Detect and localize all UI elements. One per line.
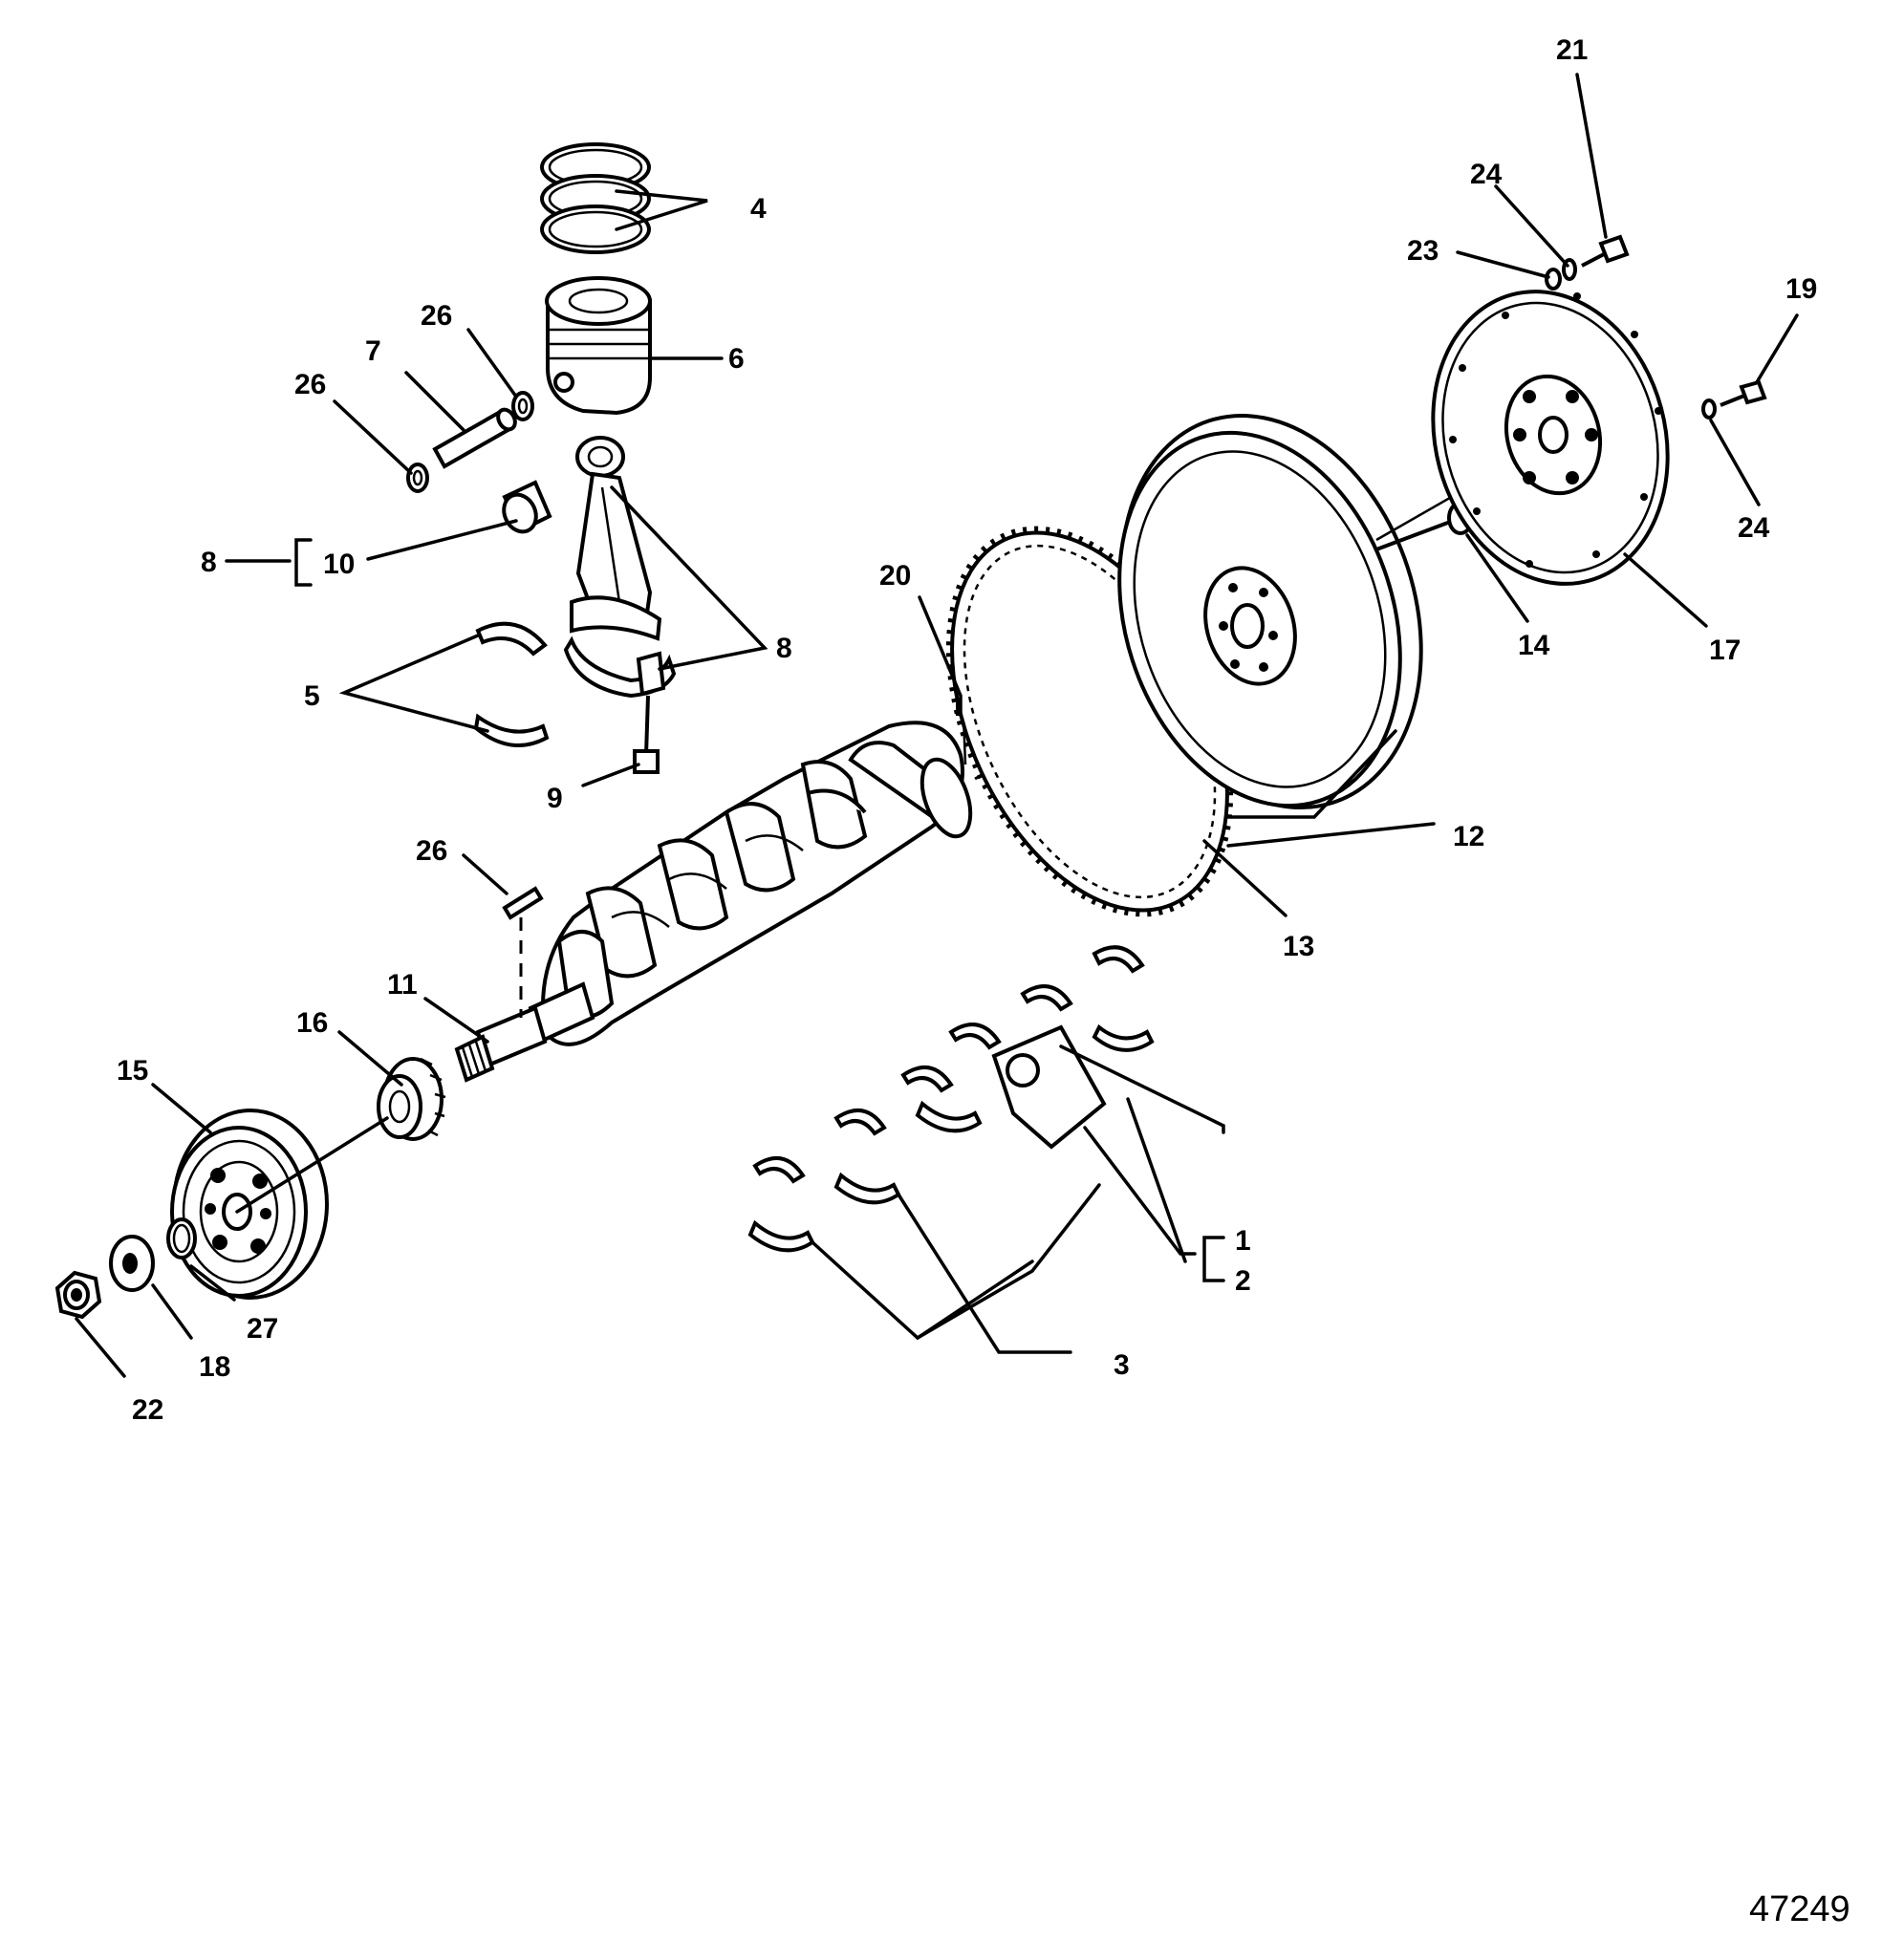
callout-22: 22 bbox=[132, 1394, 163, 1426]
pin-clip-left bbox=[406, 463, 429, 493]
piston-pin bbox=[432, 407, 517, 469]
callout-26-clip-right: 26 bbox=[421, 300, 452, 332]
rod-bearing-upper bbox=[475, 621, 548, 657]
timing-gear bbox=[377, 1057, 446, 1141]
callout-13: 13 bbox=[1283, 931, 1314, 962]
callout-10: 10 bbox=[323, 549, 355, 580]
rod-bearing-lower bbox=[473, 713, 550, 747]
callout-24-right: 24 bbox=[1738, 512, 1770, 544]
callout-17: 17 bbox=[1709, 635, 1741, 666]
drive-plate bbox=[1431, 290, 1670, 586]
callout-21: 21 bbox=[1556, 34, 1588, 66]
callout-8-rod-assembly: 8 bbox=[201, 547, 217, 578]
callout-9: 9 bbox=[547, 783, 563, 814]
piston bbox=[545, 276, 652, 416]
callout-19: 19 bbox=[1785, 273, 1817, 305]
callout-20: 20 bbox=[879, 560, 911, 592]
callout-14: 14 bbox=[1518, 630, 1550, 661]
callout-26-clip-left: 26 bbox=[294, 369, 326, 400]
plate-washer-small bbox=[1545, 268, 1562, 291]
figure-number: 47249 bbox=[1749, 1889, 1850, 1929]
callout-5: 5 bbox=[304, 680, 320, 712]
callout-18: 18 bbox=[199, 1351, 230, 1383]
callout-3: 3 bbox=[1114, 1349, 1130, 1381]
crank-nut bbox=[54, 1270, 102, 1320]
part-labels: 4 6 7 26 26 8 10 8 5 9 20 21 24 23 19 24… bbox=[117, 34, 1817, 1426]
callout-6: 6 bbox=[728, 343, 745, 375]
rod-bushing bbox=[502, 480, 552, 534]
plate-washer-right bbox=[1701, 398, 1717, 420]
callout-26-key: 26 bbox=[416, 835, 447, 867]
callout-2: 2 bbox=[1235, 1265, 1251, 1297]
callout-15: 15 bbox=[117, 1055, 148, 1087]
callout-4: 4 bbox=[750, 193, 767, 225]
callout-11: 11 bbox=[387, 969, 418, 1001]
callout-8-rod: 8 bbox=[776, 633, 792, 664]
main-bearings-upper bbox=[752, 945, 1145, 1184]
plate-bolt-top bbox=[1581, 234, 1630, 268]
piston-rings bbox=[540, 142, 651, 254]
rod-bolt bbox=[633, 695, 660, 774]
callout-24-top: 24 bbox=[1470, 159, 1503, 190]
rod-cap bbox=[563, 635, 677, 699]
callout-16: 16 bbox=[296, 1007, 328, 1039]
callout-23: 23 bbox=[1407, 235, 1439, 267]
callout-27: 27 bbox=[247, 1313, 278, 1345]
flywheel bbox=[1117, 413, 1423, 810]
crankshaft bbox=[454, 702, 973, 1083]
callout-1: 1 bbox=[1235, 1225, 1251, 1257]
callout-12: 12 bbox=[1453, 821, 1484, 852]
connecting-rod bbox=[570, 436, 662, 641]
woodruff-key bbox=[502, 886, 544, 920]
o-ring bbox=[166, 1217, 197, 1260]
plate-bolt-right bbox=[1720, 379, 1767, 407]
thrust-bearing bbox=[991, 1024, 1107, 1150]
pin-clip-right bbox=[511, 391, 534, 421]
leader-lines bbox=[75, 73, 1799, 1378]
callout-7: 7 bbox=[365, 335, 381, 367]
washer bbox=[109, 1235, 155, 1292]
